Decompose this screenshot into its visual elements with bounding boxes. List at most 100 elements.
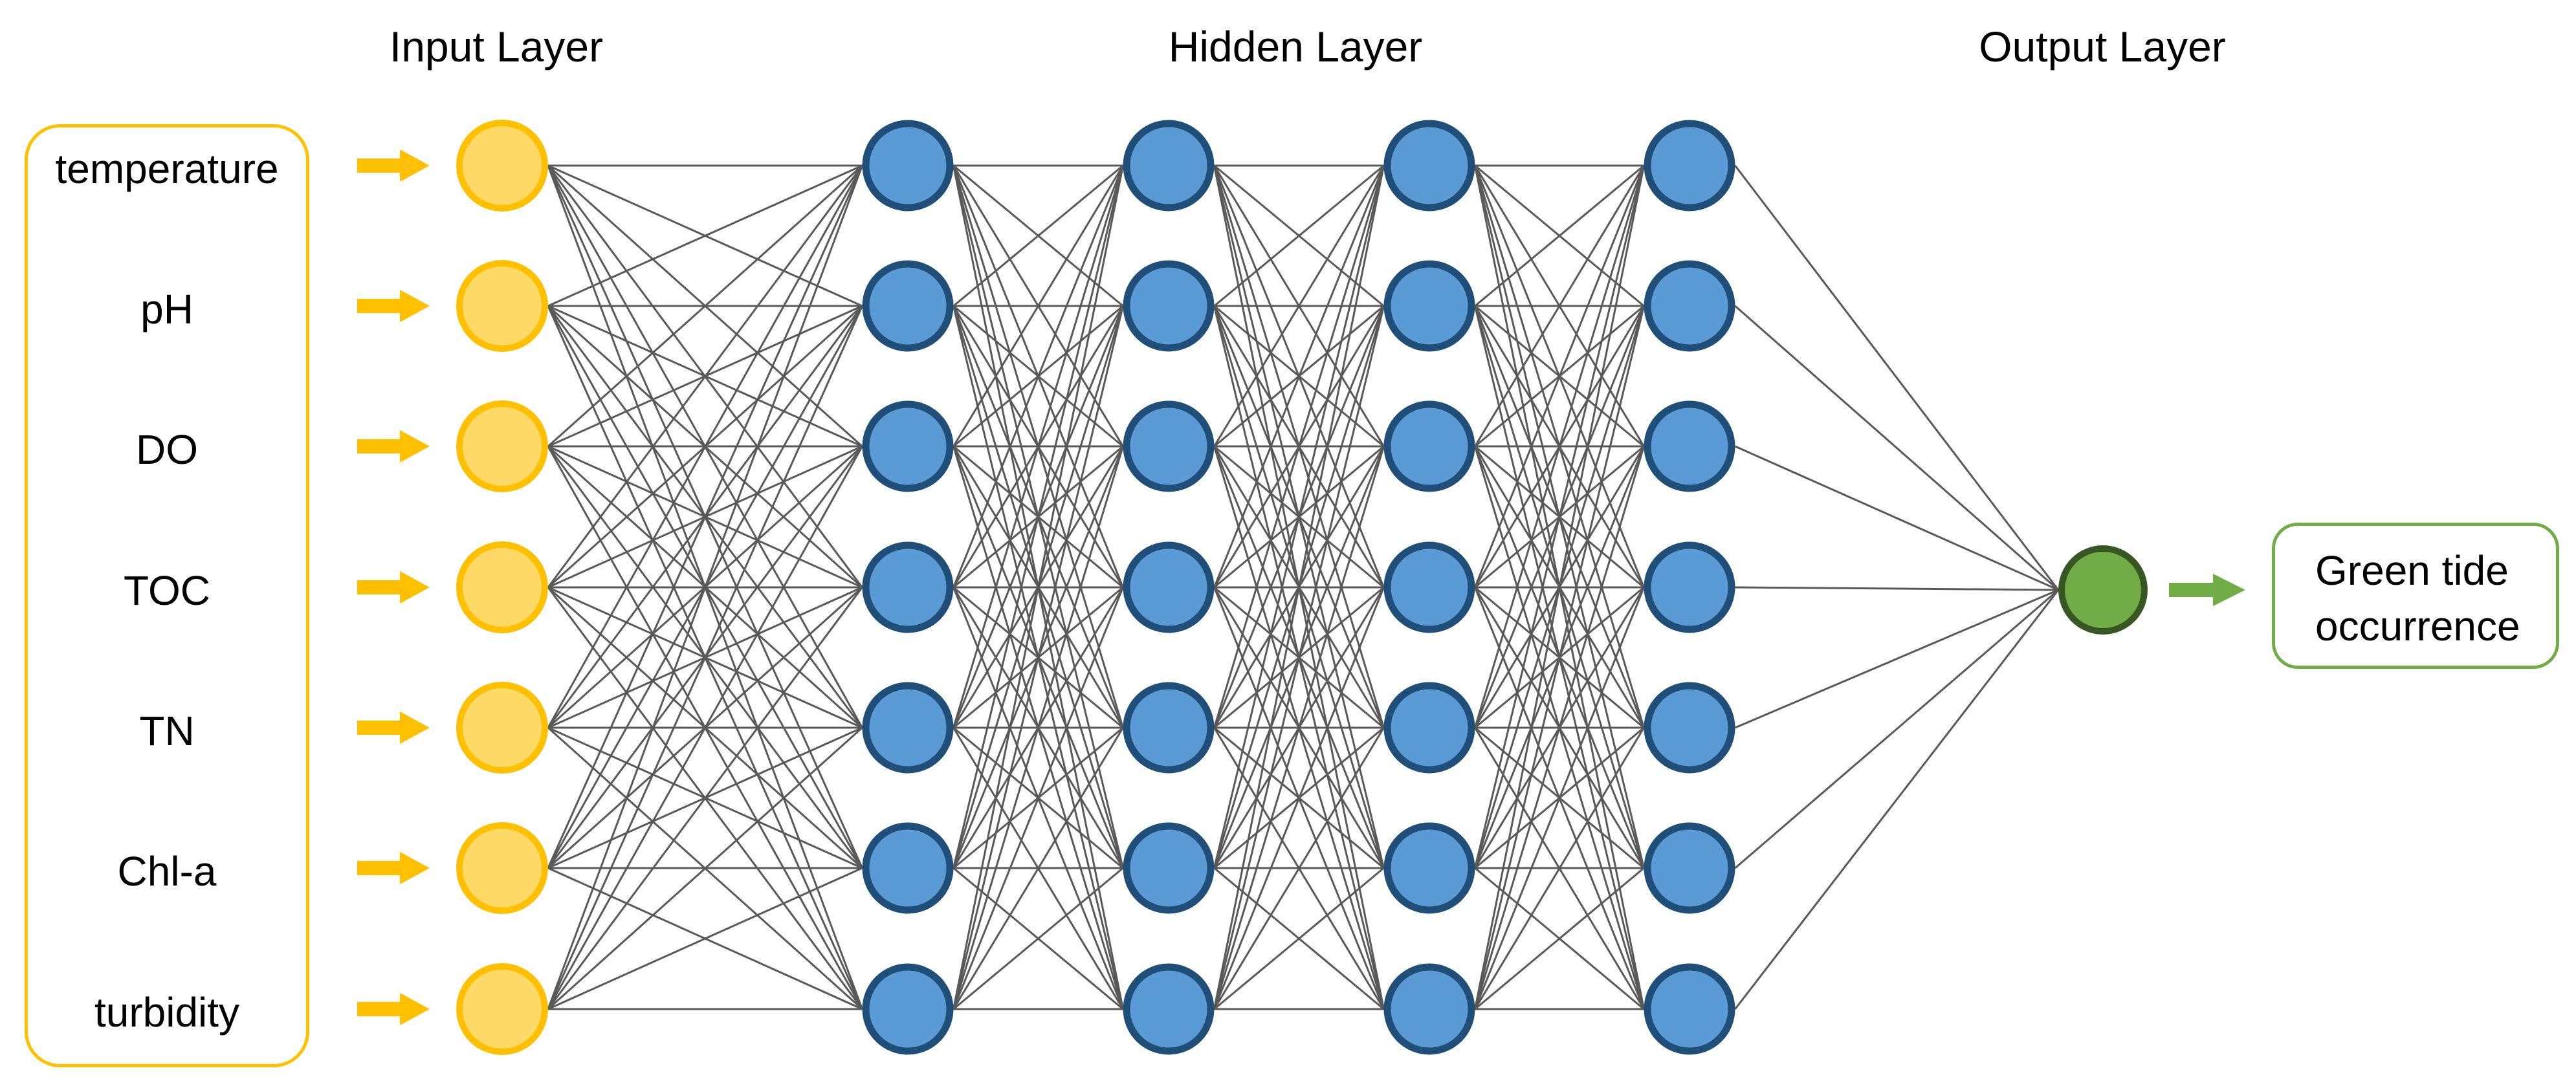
connection-line — [952, 165, 1124, 728]
connection-line — [1474, 305, 1645, 1010]
hidden-node — [1644, 260, 1735, 352]
nodes-layer — [456, 120, 2148, 1055]
hidden-node — [862, 541, 954, 633]
input-node — [456, 400, 548, 492]
input-label-3: TOC — [124, 567, 210, 614]
hidden-node — [1644, 541, 1735, 633]
output-box-text-line-1: Green tide — [2315, 547, 2509, 594]
connection-line — [547, 446, 863, 1010]
hidden-node — [1644, 400, 1735, 492]
hidden-node — [1644, 120, 1735, 212]
hidden-node — [862, 260, 954, 352]
connection-line — [1213, 867, 1385, 1010]
connection-line — [1735, 586, 2059, 591]
connection-line — [547, 587, 863, 1010]
connection-line — [1213, 165, 1385, 1010]
hidden-node — [1123, 260, 1215, 352]
hidden-node — [1383, 260, 1475, 352]
input-node — [456, 822, 548, 914]
connection-line — [547, 165, 863, 728]
connection-line — [547, 165, 863, 588]
connection-line — [547, 164, 863, 307]
connection-line — [952, 164, 1124, 307]
connection-line — [547, 165, 863, 869]
input-arrow-icon — [357, 852, 430, 884]
hidden-node — [1123, 541, 1215, 633]
input-arrow-icon — [357, 290, 430, 322]
connection-line — [952, 165, 1124, 447]
connection-line — [1213, 165, 1385, 728]
input-arrow-icon — [357, 571, 430, 604]
output-box-text-line-2: occurrence — [2315, 603, 2520, 649]
input-arrow-icon — [357, 712, 430, 744]
connection-line — [952, 165, 1124, 588]
connection-line — [1213, 165, 1385, 869]
connection-line — [952, 165, 1124, 1010]
input-label-1: pH — [140, 286, 193, 332]
connection-line — [1474, 165, 1645, 869]
connection-line — [1213, 305, 1385, 1010]
input-node — [456, 120, 548, 212]
connection-line — [1213, 587, 1385, 1010]
hidden-node — [1383, 963, 1475, 1055]
connection-line — [952, 587, 1124, 1010]
hidden-node — [1644, 682, 1735, 774]
hidden-node — [862, 400, 954, 492]
hidden-node — [1644, 963, 1735, 1055]
connection-line — [547, 164, 863, 448]
output-layer-title: Output Layer — [1979, 23, 2226, 71]
input-arrow-icon — [357, 149, 430, 182]
connection-line — [1474, 165, 1645, 588]
connection-line — [1474, 727, 1645, 1010]
connection-line — [952, 165, 1124, 869]
hidden-layer-title: Hidden Layer — [1168, 23, 1423, 71]
hidden-node — [862, 682, 954, 774]
connection-line — [1474, 446, 1645, 1010]
connection-line — [1734, 165, 2060, 591]
input-arrow-icon — [357, 430, 430, 462]
hidden-node — [1123, 682, 1215, 774]
connection-line — [1213, 165, 1385, 447]
connection-line — [1213, 446, 1385, 1010]
output-node — [2058, 545, 2148, 635]
connection-line — [1474, 165, 1645, 1010]
connection-line — [1734, 445, 2059, 591]
connection-line — [547, 867, 863, 1010]
connection-lines — [547, 164, 2060, 1010]
connection-line — [1474, 165, 1645, 447]
output-arrow-icon — [2169, 574, 2245, 606]
connection-line — [1734, 305, 2059, 591]
hidden-node — [1383, 822, 1475, 914]
input-arrow-icon — [357, 993, 430, 1025]
hidden-node — [1383, 120, 1475, 212]
connection-line — [1734, 589, 2059, 869]
connection-line — [547, 305, 863, 1010]
input-label-2: DO — [136, 426, 198, 473]
hidden-node — [1383, 400, 1475, 492]
hidden-node — [1383, 682, 1475, 774]
connection-line — [1474, 867, 1645, 1010]
input-node — [456, 963, 548, 1055]
hidden-node — [1123, 400, 1215, 492]
hidden-node — [862, 120, 954, 212]
connection-line — [547, 165, 863, 1010]
hidden-node — [1123, 822, 1215, 914]
connection-line — [547, 726, 863, 1010]
connection-line — [1213, 165, 1385, 588]
connection-line — [952, 305, 1124, 1010]
input-layer-title: Input Layer — [389, 23, 604, 71]
output-result-box: Green tide occurrence — [2272, 523, 2559, 669]
input-label-5: Chl-a — [117, 848, 217, 895]
connection-line — [952, 867, 1124, 1010]
connection-line — [1213, 727, 1385, 1010]
hidden-node — [862, 822, 954, 914]
arrows-layer — [357, 149, 2245, 1025]
hidden-node — [1644, 822, 1735, 914]
input-label-6: turbidity — [94, 989, 240, 1036]
hidden-node — [1123, 963, 1215, 1055]
connection-line — [1734, 589, 2059, 729]
connection-line — [1474, 587, 1645, 1010]
